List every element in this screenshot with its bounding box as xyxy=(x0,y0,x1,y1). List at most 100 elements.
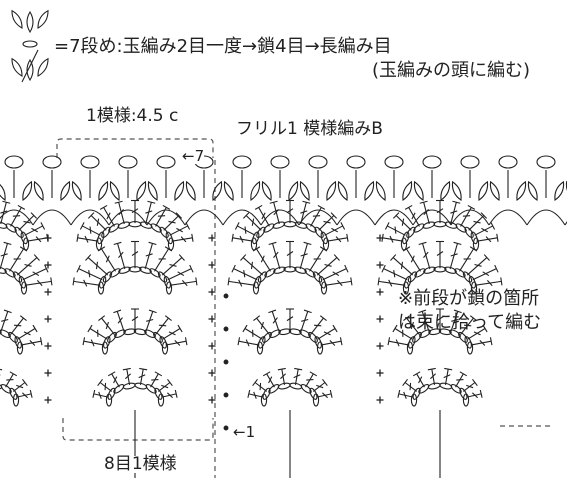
chain-stitch-oval xyxy=(278,328,292,336)
stitch-top-bar xyxy=(234,222,240,230)
double-crochet-stitch xyxy=(294,369,299,385)
repeat-brackets xyxy=(56,138,550,478)
chain-stitch-oval xyxy=(406,226,416,239)
stitch-top-bar xyxy=(2,200,11,204)
stitch-top-bar xyxy=(97,378,103,387)
stitch-top-bar xyxy=(9,371,18,377)
stitch-top-bar xyxy=(453,309,462,314)
chain-stitch-oval xyxy=(101,341,109,355)
chain-stitch-oval xyxy=(406,341,414,355)
double-crochet-stitch xyxy=(73,280,100,286)
legend-line-1: =7段め:玉編み2目一度→鎖4目→長編み目 xyxy=(54,36,392,57)
chain-stitch-oval xyxy=(9,387,18,400)
fan-motif xyxy=(227,199,353,478)
double-crochet-stitch xyxy=(145,311,154,332)
chain-stitch-oval xyxy=(423,266,436,274)
stitch-top-bar xyxy=(162,204,171,210)
frill-picot xyxy=(374,155,414,226)
chain-stitch-oval xyxy=(22,237,30,251)
stitch-cross-tick xyxy=(96,218,100,226)
stitch-top-bar xyxy=(402,378,408,387)
double-crochet-stitch xyxy=(317,328,336,340)
stitch-top-bar xyxy=(87,324,93,333)
stitch-top-bar xyxy=(113,309,122,314)
stitch-top-bar xyxy=(412,371,421,377)
stitch-cross-tick xyxy=(314,324,322,327)
stitch-cross-tick xyxy=(105,321,110,330)
chain-stitch-oval xyxy=(256,226,266,239)
frill-chain-arc xyxy=(222,209,262,226)
stitch-top-bar xyxy=(418,309,427,314)
double-crochet-stitch xyxy=(78,268,103,281)
chain-stitch-oval xyxy=(320,231,328,245)
stitch-top-bar xyxy=(418,241,427,246)
stitch-cross-tick xyxy=(411,212,416,220)
double-crochet-stitch xyxy=(475,280,502,286)
bobble-stitch-leaf xyxy=(375,180,386,201)
stitch-top-bar xyxy=(92,389,96,398)
stitch-cross-tick xyxy=(300,210,308,214)
bobble-stitch-leaf xyxy=(37,9,49,29)
chain-stitch-oval xyxy=(145,384,157,394)
stitch-cross-tick xyxy=(322,392,329,399)
double-crochet-stitch xyxy=(422,243,431,270)
double-crochet-stitch xyxy=(312,382,326,392)
stitch-cross-tick xyxy=(16,384,24,389)
stitch-cross-tick xyxy=(0,210,8,214)
stitch-top-bar xyxy=(29,389,33,398)
double-crochet-stitch xyxy=(22,268,47,281)
double-crochet-stitch xyxy=(145,202,152,225)
chain-stitch-oval xyxy=(159,336,167,349)
stitch-top-bar xyxy=(377,277,380,286)
double-crochet-stitch xyxy=(150,373,159,388)
frill-label: フリル1 模様編みB xyxy=(236,119,383,139)
stitch-cross-tick xyxy=(474,263,482,267)
stitch-top-bar xyxy=(178,254,185,261)
double-crochet-stitch xyxy=(467,328,486,340)
stitch-top-bar xyxy=(122,367,131,371)
stitch-cross-tick xyxy=(36,280,43,287)
stitch-top-bar xyxy=(344,264,349,273)
double-crochet-stitch xyxy=(162,393,177,398)
stitch-top-bar xyxy=(30,212,38,219)
double-crochet-stitch xyxy=(144,243,153,270)
double-crochet-stitch xyxy=(103,207,115,227)
stitch-cross-tick xyxy=(174,339,181,346)
stitch-cross-tick xyxy=(29,339,36,346)
stitch-cross-tick xyxy=(22,392,29,399)
chain-stitch-oval xyxy=(402,281,410,295)
stitch-cross-tick xyxy=(250,261,254,270)
note-line-1: ※前段が鎖の箇所 xyxy=(398,288,540,309)
stitch-top-bar xyxy=(452,200,461,204)
chain-stitch-oval xyxy=(16,341,24,355)
stitch-cross-tick xyxy=(1,318,9,322)
stitch-top-bar xyxy=(303,309,312,314)
double-crochet-stitch xyxy=(101,248,117,272)
bobble-stitch-leaf xyxy=(402,180,413,201)
chain-stitch-oval xyxy=(462,271,473,283)
stitch-cross-tick xyxy=(481,227,488,233)
chain-stitch-oval xyxy=(157,393,165,407)
stitch-cross-tick xyxy=(312,215,321,217)
note-line-2: は束に拾って編む xyxy=(398,312,542,333)
stitch-top-bar xyxy=(329,389,333,398)
stitch-top-bar xyxy=(0,368,3,371)
stitch-top-bar xyxy=(381,264,386,273)
stitch-top-bar xyxy=(397,389,401,398)
stitch-top-bar xyxy=(419,200,428,204)
stitch-top-bar xyxy=(309,371,318,377)
stitch-top-bar xyxy=(302,200,311,204)
chain-stitch-oval xyxy=(161,341,169,355)
double-crochet-stitch xyxy=(18,215,35,231)
double-crochet-stitch xyxy=(272,243,281,270)
stitch-cross-tick xyxy=(394,226,397,234)
double-crochet-stitch xyxy=(305,373,314,388)
stitch-top-bar xyxy=(79,222,85,230)
stitch-cross-tick xyxy=(473,331,481,336)
stitch-top-bar xyxy=(242,324,248,333)
stitch-cross-tick xyxy=(24,263,32,267)
bobble-stitch-leaf xyxy=(212,180,223,201)
frill-chain-loop xyxy=(308,155,328,169)
stitch-cross-tick xyxy=(260,321,265,330)
double-crochet-stitch xyxy=(12,382,26,392)
